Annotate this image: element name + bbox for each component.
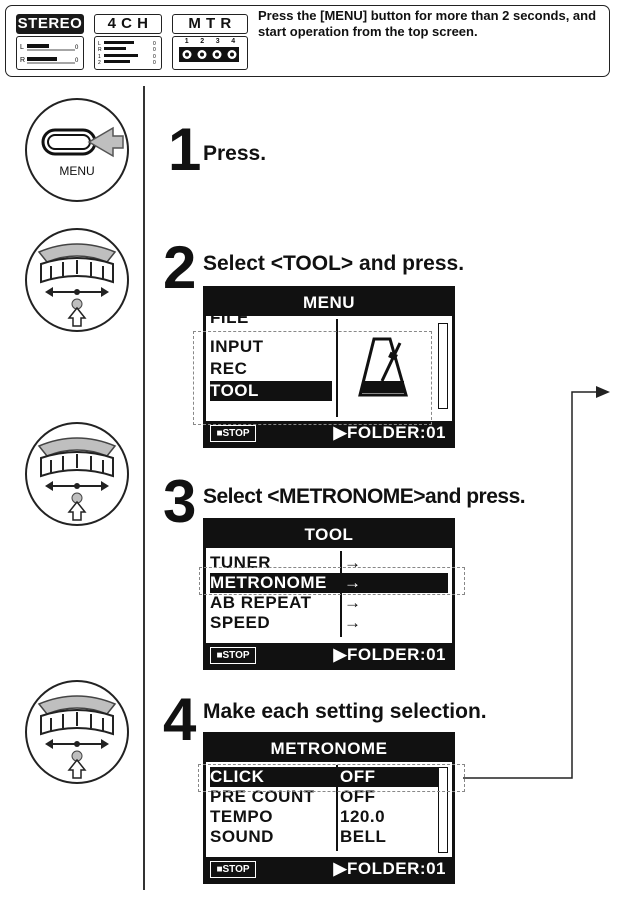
stop-indicator: ■STOP	[210, 861, 256, 878]
screen-title: TOOL	[206, 521, 452, 548]
4ch-label: 4 C H	[94, 14, 162, 34]
stereo-label: STEREO	[16, 14, 84, 34]
mtr-track-icon: 1 2 3 4	[172, 36, 248, 70]
menu-item-rec[interactable]: REC	[210, 359, 248, 378]
metronome-icon	[358, 337, 408, 397]
svg-text:2: 2	[98, 60, 101, 66]
menu-item-tool[interactable]: TOOL	[210, 381, 332, 401]
menu-button-icon: MENU	[25, 98, 129, 202]
track-number: 3	[215, 38, 220, 45]
arrow-icon: →	[344, 593, 362, 612]
step-number: 1	[168, 116, 202, 183]
svg-text:R: R	[20, 57, 25, 64]
folder-indicator: ▶FOLDER:01	[333, 859, 446, 878]
setting-row-click[interactable]: CLICK OFF	[210, 767, 442, 787]
svg-text:R: R	[98, 47, 102, 53]
stereo-meter-icon: L R 0 0	[16, 36, 84, 70]
setting-value: 120.0	[340, 807, 386, 826]
scrollbar[interactable]	[438, 323, 448, 409]
setting-label-tempo[interactable]: TEMPO	[210, 807, 273, 826]
screen-footer: ■STOP ▶FOLDER:01	[206, 643, 452, 667]
svg-text:0: 0	[153, 47, 156, 53]
track-number: 1	[184, 38, 189, 45]
selection-highlight	[199, 567, 465, 595]
svg-text:L: L	[20, 44, 24, 51]
svg-text:L: L	[98, 41, 101, 47]
screen-footer: ■STOP ▶FOLDER:01	[206, 857, 452, 881]
mtr-badge: M T R 1 2 3 4	[172, 14, 248, 70]
svg-text:0: 0	[153, 54, 156, 60]
step-number: 2	[163, 234, 197, 301]
column-separator	[336, 765, 338, 851]
continue-arrow-icon	[463, 386, 610, 779]
scrollbar[interactable]	[438, 767, 448, 853]
stop-indicator: ■STOP	[210, 647, 256, 664]
menu-button-label: MENU	[59, 164, 95, 178]
setting-label-sound[interactable]: SOUND	[210, 827, 274, 846]
step-number: 3	[163, 468, 197, 535]
svg-text:0: 0	[153, 60, 156, 66]
dial-icon	[25, 680, 129, 784]
metronome-screen: METRONOME CLICK OFF PRE COUNT OFF TEMPO …	[203, 732, 455, 884]
menu-item-input[interactable]: INPUT	[210, 337, 264, 356]
tool-item-ab-repeat[interactable]: AB REPEAT	[210, 593, 312, 612]
setting-label: CLICK	[210, 767, 265, 786]
stop-indicator: ■STOP	[210, 425, 256, 442]
selection-highlight	[193, 331, 432, 425]
svg-text:0: 0	[75, 58, 79, 64]
dial-icon	[25, 228, 129, 332]
menu-screen: MENU FILE INPUT REC TOOL ■STOP ▶FOLDER:0…	[203, 286, 455, 448]
folder-indicator: ▶FOLDER:01	[333, 645, 446, 664]
stereo-badge: STEREO L R 0 0	[16, 14, 84, 70]
step-instruction: Select <METRONOME>and press.	[203, 485, 526, 508]
arrow-icon: →	[344, 613, 362, 632]
screen-title: METRONOME	[206, 735, 452, 762]
selection-highlight	[198, 764, 465, 792]
step-instruction: Press.	[203, 142, 267, 165]
step-instruction: Make each setting selection.	[203, 700, 487, 723]
tool-item-label: METRONOME	[210, 573, 327, 592]
track-number: 4	[231, 38, 236, 45]
tool-item-metronome[interactable]: METRONOME →	[210, 573, 448, 593]
screen-title: MENU	[206, 289, 452, 316]
screen-footer: ■STOP ▶FOLDER:01	[206, 421, 452, 445]
setting-value: OFF	[340, 767, 376, 786]
header-instruction: Press the [MENU] button for more than 2 …	[258, 8, 597, 39]
mtr-label: M T R	[172, 14, 248, 34]
folder-indicator: ▶FOLDER:01	[333, 423, 446, 442]
svg-text:0: 0	[153, 41, 156, 47]
step-number: 4	[163, 686, 197, 753]
step-divider	[143, 86, 145, 890]
arrow-icon: →	[344, 573, 362, 592]
setting-value: BELL	[340, 827, 387, 846]
tool-item-speed[interactable]: SPEED	[210, 613, 271, 632]
column-separator	[336, 319, 338, 417]
track-number: 2	[200, 38, 205, 45]
step-instruction: Select <TOOL> and press.	[203, 252, 465, 275]
svg-text:1: 1	[98, 54, 101, 60]
svg-text:0: 0	[75, 45, 79, 51]
menu-item-file[interactable]: FILE	[210, 315, 249, 327]
dial-icon	[25, 422, 129, 526]
